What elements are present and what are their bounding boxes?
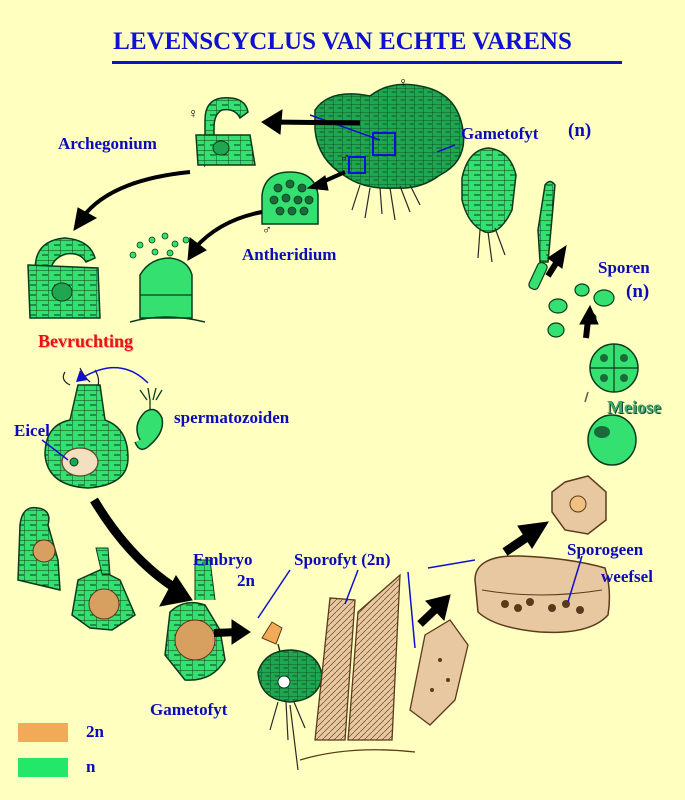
label-eicel: Eicel bbox=[14, 421, 50, 440]
label-gametofyt-top-ploidy: (n) bbox=[568, 120, 592, 141]
legend-swatch-diploid bbox=[18, 723, 68, 742]
label-gametofyt-top: Gametofyt bbox=[461, 124, 539, 143]
male-symbol-top: ♂ bbox=[340, 150, 350, 165]
label-bevruchting: Bevruchting bbox=[38, 331, 134, 351]
label-gametofyt-bottom: Gametofyt bbox=[150, 700, 228, 719]
label-embryo-ploidy: 2n bbox=[237, 571, 255, 590]
prothallium-top bbox=[309, 83, 465, 221]
legend-label-haploid: n bbox=[86, 757, 96, 776]
label-sporofyt: Sporofyt (2n) bbox=[294, 550, 391, 569]
legend bbox=[18, 723, 68, 777]
embryo-stage-2 bbox=[71, 547, 136, 631]
legend-swatch-haploid bbox=[18, 758, 68, 777]
cycle-arrows bbox=[73, 109, 599, 645]
fern-sporophyte-drawing bbox=[257, 559, 476, 761]
label-spermatozoiden: spermatozoiden bbox=[174, 408, 290, 427]
male-symbol-anth: ♂ bbox=[262, 222, 272, 237]
spermatozoid-drawing bbox=[134, 387, 164, 451]
label-sporogeen: Sporogeen bbox=[567, 540, 644, 559]
legend-label-diploid: 2n bbox=[86, 722, 104, 741]
antheridium-drawing-left bbox=[129, 232, 206, 323]
label-weefsel: weefsel bbox=[601, 567, 653, 586]
label-antheridium: Antheridium bbox=[242, 245, 337, 264]
archegonium-drawing-top bbox=[195, 97, 256, 168]
embryo-stage-1 bbox=[17, 506, 61, 591]
young-sporophyte-drawing bbox=[257, 621, 323, 771]
young-gametophytes-drawing bbox=[461, 147, 556, 263]
embryo-stage-3 bbox=[164, 559, 226, 681]
female-symbol-top: ♀ bbox=[398, 76, 409, 91]
spore-mother-cell-drawing bbox=[551, 475, 607, 535]
label-embryo: Embryo bbox=[193, 550, 253, 569]
sporangium-section-drawing bbox=[474, 555, 611, 634]
label-sporen: Sporen bbox=[598, 258, 650, 277]
archegonium-drawing-left bbox=[27, 237, 101, 319]
label-archegonium: Archegonium bbox=[58, 134, 157, 153]
diagram-title: LEVENSCYCLUS VAN ECHTE VARENS bbox=[113, 28, 572, 55]
meiosis-cell-1 bbox=[587, 414, 637, 466]
antheridium-drawing-top bbox=[261, 171, 319, 225]
fertilization-drawing bbox=[41, 366, 149, 489]
meiosis-cell-2 bbox=[589, 343, 639, 393]
female-symbol-arch: ♀ bbox=[188, 107, 199, 122]
label-sporen-ploidy: (n) bbox=[626, 281, 650, 302]
label-meiose: Meiose bbox=[607, 397, 661, 417]
title-underline bbox=[112, 61, 622, 64]
